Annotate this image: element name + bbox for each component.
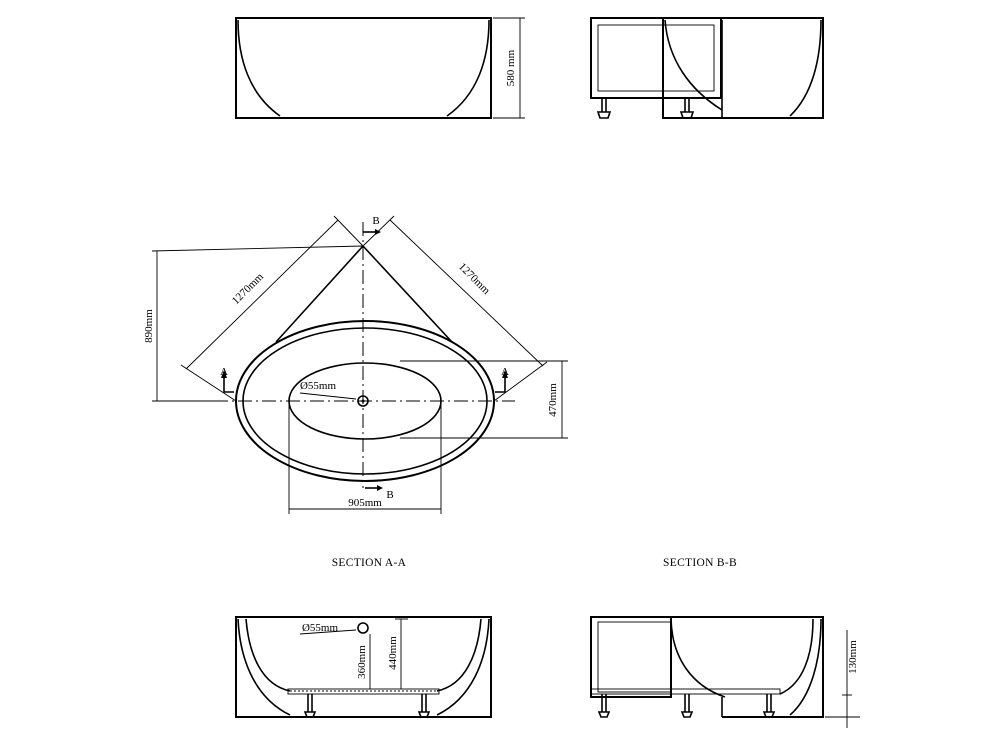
section-aa-inner-right [436, 618, 482, 692]
section-aa-outline [235, 616, 492, 718]
inner-length-label: 905mm [348, 497, 382, 509]
diag-left-label: 1270mm [230, 270, 266, 306]
side-tub-curve-left [664, 19, 723, 111]
section-aa-base-plate [287, 688, 440, 695]
section-aa-view: Ø55mm 360mm 440mm [235, 616, 492, 718]
waste-height-label: 360mm [356, 645, 368, 679]
side-tub-body [662, 17, 824, 119]
section-bb-tub-curve [670, 618, 726, 698]
plan-left-edge [275, 245, 364, 343]
section-aa-inner-left [245, 618, 291, 692]
inner-width-label: 470mm [547, 383, 559, 417]
plan-right-edge [362, 245, 453, 343]
diag-right-label: 1270mm [456, 261, 492, 297]
section-bb-legs [597, 694, 776, 718]
plan-view: A A B B 1270mm 1270mm 890mm 470mm [143, 215, 568, 514]
section-b-top-mark: B [372, 215, 379, 227]
section-bb-base-plate [590, 688, 781, 695]
front-elevation-left-curve [237, 19, 281, 117]
section-bb-title: SECTION B-B [663, 557, 737, 569]
drain-plan-label: Ø55mm [300, 380, 337, 392]
section-b-bottom-mark: B [386, 489, 393, 501]
side-apron-panel [590, 17, 722, 99]
drain-section-label: Ø55mm [302, 622, 339, 634]
side-elevation-view [590, 17, 824, 119]
section-drain-icon [357, 622, 369, 634]
depth-dimension-label: 890mm [143, 309, 155, 343]
section-bb-apron [590, 616, 672, 698]
front-elevation-outline [235, 17, 492, 119]
diag-dimension-left [185, 219, 339, 370]
front-elevation-right-curve [446, 19, 490, 117]
section-aa-title: SECTION A-A [332, 557, 407, 569]
base-height-label: 130mm [847, 640, 859, 674]
side-elevation-legs [596, 98, 695, 119]
section-bb-tub-outline [671, 616, 824, 718]
side-tub-curve-right [789, 19, 822, 117]
section-a-left-mark: A [220, 366, 228, 378]
section-aa-legs [303, 694, 431, 718]
front-elevation-view: 580 mm [235, 17, 525, 119]
diag-dimension-right [389, 219, 544, 367]
height-dimension-label: 580 mm [505, 49, 517, 86]
section-bb-view: 130mm [590, 616, 860, 728]
section-a-right-mark: A [501, 366, 509, 378]
inner-depth-label: 440mm [387, 636, 399, 670]
